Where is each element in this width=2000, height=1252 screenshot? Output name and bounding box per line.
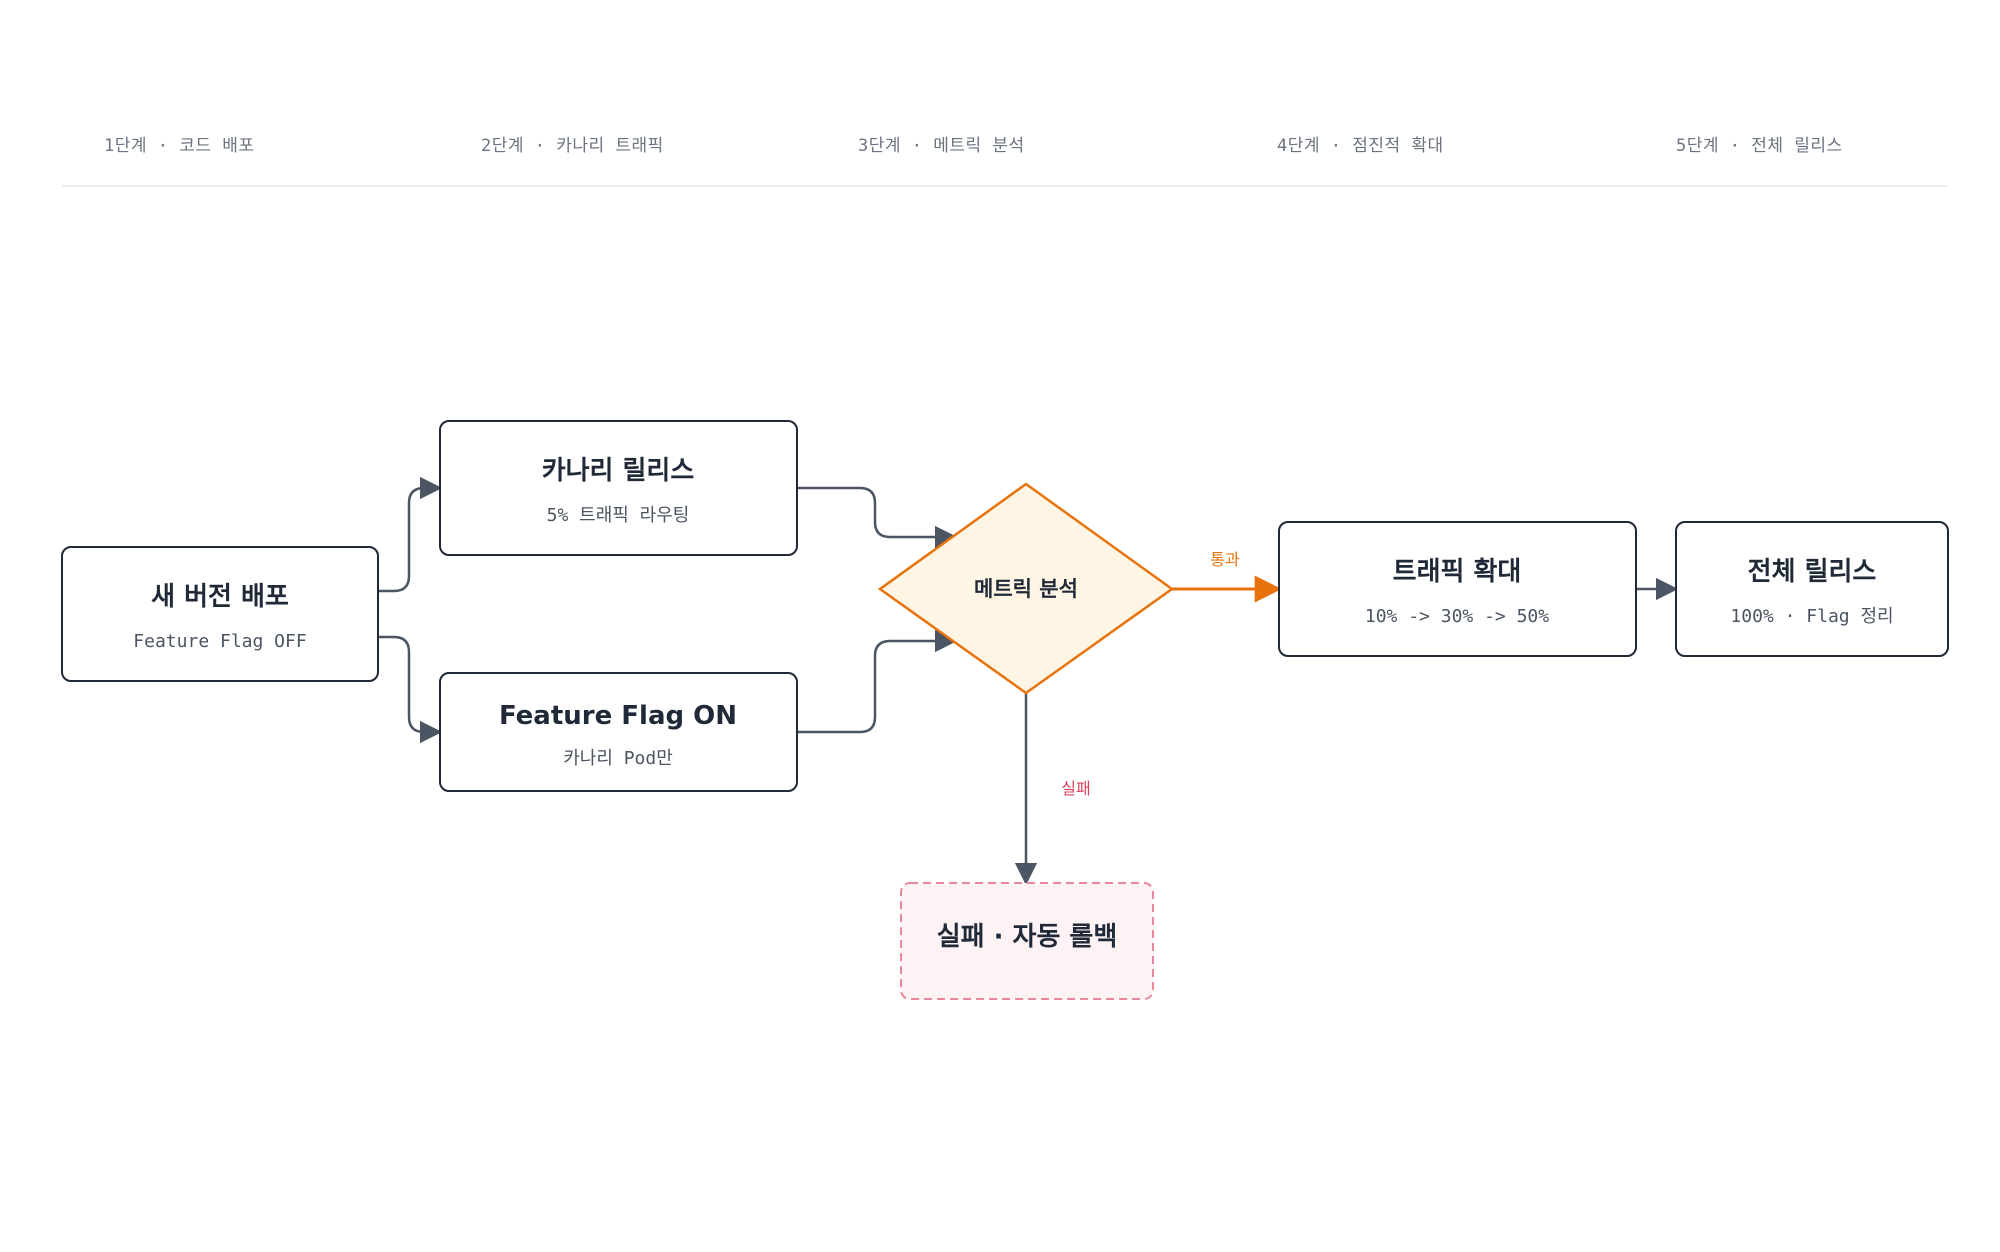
edge-deploy-to-flag (378, 635, 443, 744)
decision-diamond (877, 482, 1175, 695)
stage-label-3: 3단계 · 메트릭 분석 (858, 136, 1025, 156)
edge-deploy-to-canary (378, 476, 443, 593)
stage-label-4: 4단계 · 점진적 확대 (1277, 136, 1444, 156)
fail-label: 실패 (1061, 779, 1090, 798)
node-expand-title: 트래픽 확대 (1393, 557, 1522, 587)
node-canary: 카나리 릴리스 5% 트래픽 라우팅 (439, 420, 798, 556)
stage-label-2: 2단계 · 카나리 트래픽 (481, 136, 664, 156)
node-expand: 트래픽 확대 10% -> 30% -> 50% (1278, 521, 1637, 657)
edge-flag-to-decision (797, 629, 958, 734)
node-expand-subtitle: 10% -> 30% -> 50% (1365, 606, 1549, 627)
node-flag-box (439, 672, 798, 792)
node-rollback-box (900, 882, 1154, 1000)
node-release-subtitle: 100% · Flag 정리 (1730, 606, 1893, 627)
node-deploy: 새 버전 배포 Feature Flag OFF (61, 546, 379, 682)
node-deploy-title: 새 버전 배포 (151, 582, 289, 612)
node-flag: Feature Flag ON 카나리 Pod만 (439, 672, 798, 792)
node-expand-box (1278, 521, 1637, 657)
node-deploy-subtitle: Feature Flag OFF (133, 631, 306, 652)
node-flag-subtitle: 카나리 Pod만 (563, 748, 673, 769)
stage-label-1: 1단계 · 코드 배포 (104, 136, 255, 156)
node-release-box (1675, 521, 1949, 657)
stage-label-5: 5단계 · 전체 릴리스 (1676, 136, 1843, 156)
node-canary-subtitle: 5% 트래픽 라우팅 (547, 505, 690, 526)
node-flag-title: Feature Flag ON (499, 701, 737, 731)
edge-canary-to-decision (797, 486, 958, 549)
node-deploy-box (61, 546, 379, 682)
decision-title: 메트릭 분석 (974, 577, 1078, 601)
node-canary-title: 카나리 릴리스 (542, 456, 695, 486)
node-rollback: 실패 · 자동 롤백 (900, 882, 1154, 1000)
node-canary-box (439, 420, 798, 556)
node-release-title: 전체 릴리스 (1748, 557, 1877, 587)
node-decision: 메트릭 분석 (877, 482, 1175, 695)
node-release: 전체 릴리스 100% · Flag 정리 (1675, 521, 1949, 657)
stage-header: 1단계 · 코드 배포 2단계 · 카나리 트래픽 3단계 · 메트릭 분석 4… (104, 136, 1843, 156)
edges (378, 476, 1679, 886)
pass-label: 통과 (1210, 550, 1240, 569)
node-rollback-title: 실패 · 자동 롤백 (937, 922, 1118, 952)
